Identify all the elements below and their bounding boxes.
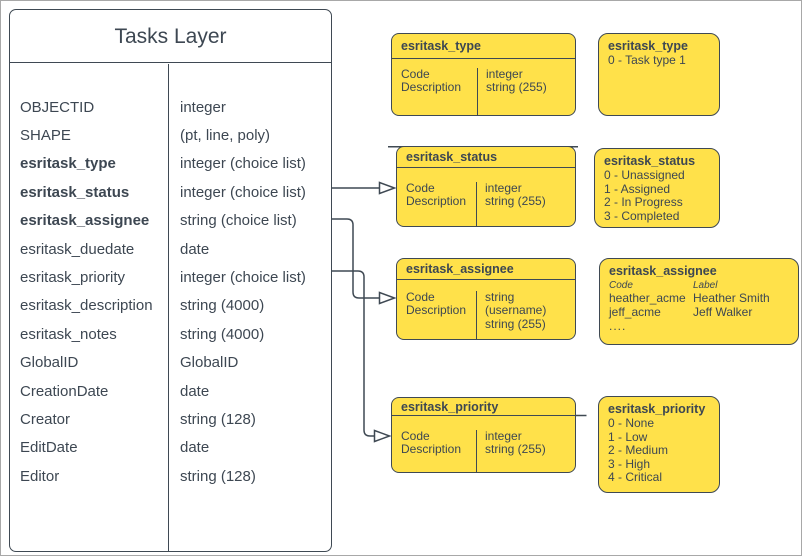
field-type: integer (choice list) bbox=[180, 155, 306, 173]
connector-assignee-arrowhead-icon bbox=[378, 291, 397, 305]
list-item: 2 - Medium bbox=[608, 443, 669, 458]
list-item: 0 - None bbox=[608, 416, 655, 430]
list-item: 4 - Critical bbox=[608, 470, 663, 485]
field-name: esritask_description bbox=[20, 297, 153, 315]
domain-table-title: esritask_type bbox=[392, 34, 575, 59]
table-row: CreationDate date bbox=[10, 377, 331, 405]
field-type: date bbox=[180, 240, 210, 258]
field-name: SHAPE bbox=[20, 127, 71, 145]
list-item: 0 - Task type 1 bbox=[608, 53, 686, 67]
value-list-title: esritask_priority bbox=[608, 402, 706, 416]
table-row: esritask_assignee string (choice list) bbox=[10, 207, 331, 235]
domain-table-title: esritask_status bbox=[397, 147, 575, 168]
field-type: integer (choice list) bbox=[180, 269, 306, 287]
field-type: date bbox=[180, 382, 210, 400]
field-type: integer bbox=[180, 98, 226, 116]
table-row: esritask_duedate date bbox=[10, 235, 331, 263]
table-row: esritask_description string (4000) bbox=[10, 292, 331, 320]
list-item: 3 - High bbox=[608, 456, 651, 471]
field-name: esritask_priority bbox=[20, 269, 126, 287]
table-row: esritask_priority integer (choice list) bbox=[10, 263, 331, 291]
field-name: GlobalID bbox=[20, 354, 79, 372]
field-name: esritask_type bbox=[20, 155, 116, 173]
table-row: Editor string (128) bbox=[10, 462, 331, 490]
value-list-title: esritask_status bbox=[604, 154, 696, 168]
table-row: EditDate date bbox=[10, 434, 331, 462]
more-values-ellipsis: .... bbox=[609, 319, 627, 333]
field-type: string (128) bbox=[180, 467, 256, 485]
table-row: esritask_status integer (choice list) bbox=[10, 178, 331, 206]
connector-priority bbox=[332, 270, 375, 437]
table-row: esritask_type integer (choice list) bbox=[10, 150, 331, 178]
field-name: OBJECTID bbox=[20, 98, 95, 116]
field-name: esritask_status bbox=[20, 183, 130, 201]
list-item: 2 - In Progress bbox=[604, 195, 683, 210]
field-type: GlobalID bbox=[180, 354, 239, 372]
table-row: GlobalID GlobalID bbox=[10, 349, 331, 377]
field-type: string (4000) bbox=[180, 325, 265, 343]
field-name: CreationDate bbox=[20, 382, 109, 400]
value-list-esritask-status: esritask_status 0 - Unassigned 1 - Assig… bbox=[594, 148, 720, 228]
field-name: Editor bbox=[20, 467, 60, 485]
field-type: (pt, line, poly) bbox=[180, 127, 271, 145]
field-name: esritask_duedate bbox=[20, 240, 135, 258]
value-list-esritask-priority: esritask_priority 0 - None 1 - Low 2 - M… bbox=[598, 396, 720, 493]
tasks-layer-field-list: OBJECTID integer SHAPE (pt, line, poly) es… bbox=[10, 93, 331, 490]
value-list-title: esritask_assignee bbox=[609, 264, 717, 278]
field-type: date bbox=[180, 439, 210, 457]
tasks-layer-title: Tasks Layer bbox=[10, 10, 331, 63]
table-row: OBJECTID integer bbox=[10, 93, 331, 121]
connector-assignee bbox=[332, 218, 380, 299]
list-item: 1 - Assigned bbox=[604, 181, 671, 196]
field-type: string (4000) bbox=[180, 297, 265, 315]
connector-priority-arrowhead-icon bbox=[373, 429, 392, 443]
field-name: EditDate bbox=[20, 439, 78, 457]
table-row: esritask_notes string (4000) bbox=[10, 320, 331, 348]
table-row: Creator string (128) bbox=[10, 405, 331, 433]
field-type: integer (choice list) bbox=[180, 183, 306, 201]
tasks-layer-column-divider bbox=[168, 64, 169, 551]
value-list-esritask-type: esritask_type 0 - Task type 1 bbox=[598, 33, 720, 116]
field-name: Creator bbox=[20, 410, 71, 428]
domain-table-title: esritask_priority bbox=[392, 398, 575, 416]
value-list-title: esritask_type bbox=[608, 39, 688, 53]
domain-table-title: esritask_assignee bbox=[397, 259, 575, 280]
tasks-layer-table: Tasks Layer OBJECTID integer SHAPE (pt, li… bbox=[9, 9, 332, 552]
list-item: 3 - Completed bbox=[604, 208, 680, 223]
field-name: esritask_assignee bbox=[20, 212, 150, 230]
domain-field-types: string (username)string (255) bbox=[476, 290, 575, 339]
field-name: esritask_notes bbox=[20, 325, 117, 343]
list-item: 1 - Low bbox=[608, 429, 648, 444]
field-type: string (choice list) bbox=[180, 212, 297, 230]
list-item: 0 - Unassigned bbox=[604, 168, 685, 182]
table-row: SHAPE (pt, line, poly) bbox=[10, 121, 331, 149]
field-type: string (128) bbox=[180, 410, 256, 428]
connector-status-arrowhead-icon bbox=[378, 181, 397, 195]
